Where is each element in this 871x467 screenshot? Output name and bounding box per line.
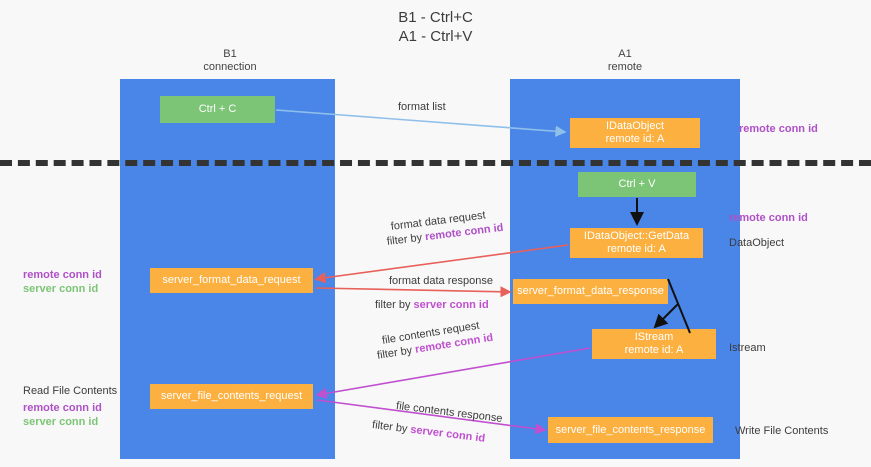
- side-label-left-remote-conn-id-bot: remote conn id: [23, 402, 102, 414]
- node-idataobject[interactable]: IDataObject remote id: A: [570, 118, 700, 148]
- node-getdata[interactable]: IDataObject::GetData remote id: A: [570, 228, 703, 258]
- side-label-left-server-conn-id-bot: server conn id: [23, 416, 99, 428]
- node-istream[interactable]: IStream remote id: A: [592, 329, 716, 359]
- side-label-left-conn-ids-mid: remote conn id server conn id: [23, 268, 102, 296]
- side-label-remote-conn-id-top: remote conn id: [739, 122, 818, 136]
- side-label-istream: Istream: [729, 341, 766, 355]
- node-idataobject-line1: IDataObject: [605, 120, 665, 132]
- node-ctrl-v-line1: Ctrl + V: [618, 178, 656, 190]
- node-server-file-contents-request[interactable]: server_file_contents_request: [150, 384, 313, 409]
- side-label-read-file-contents-text: Read File Contents: [23, 385, 118, 397]
- side-label-dataobject-text: DataObject: [729, 237, 785, 249]
- section-divider: [0, 160, 871, 166]
- node-server-format-data-request[interactable]: server_format_data_request: [150, 268, 313, 293]
- arrow-label-file-contents-response-filter: filter by server conn id: [371, 418, 486, 446]
- node-server-format-data-response-label: server_format_data_response: [517, 285, 664, 297]
- side-label-remote-conn-id-top-text: remote conn id: [739, 123, 818, 135]
- side-label-left-server-conn-id-mid: server conn id: [23, 283, 99, 295]
- node-server-file-contents-response-label: server_file_contents_response: [555, 423, 706, 436]
- filter-prefix: filter by: [386, 231, 426, 248]
- node-idataobject-line2: remote id: A: [605, 133, 665, 145]
- node-getdata-line2: remote id: A: [607, 243, 666, 255]
- filter-key-server-conn-id: server conn id: [409, 423, 486, 445]
- side-label-istream-text: Istream: [729, 342, 766, 354]
- node-server-file-contents-response[interactable]: server_file_contents_response: [548, 417, 713, 443]
- diagram-title: B1 - Ctrl+C A1 - Ctrl+V: [398, 9, 473, 45]
- side-label-read-file-contents: Read File Contents: [23, 384, 117, 398]
- lane-header-a1: A1 remote: [607, 48, 643, 73]
- side-label-remote-conn-id-mid: remote conn id: [729, 211, 808, 225]
- arrow-label-format-data-response-filter: filter by server conn id: [375, 298, 489, 312]
- node-istream-line1: IStream: [634, 331, 674, 343]
- filter-prefix: filter by: [375, 299, 414, 311]
- side-label-left-conn-ids-bot: remote conn id server conn id: [23, 401, 102, 429]
- node-server-format-data-request-label: server_format_data_request: [162, 274, 301, 286]
- filter-prefix: filter by: [371, 418, 412, 436]
- node-ctrl-c[interactable]: Ctrl + C: [160, 96, 275, 123]
- node-ctrl-v[interactable]: Ctrl + V: [578, 172, 696, 197]
- side-label-dataobject: DataObject: [729, 236, 784, 250]
- arrow-label-format-list: format list: [398, 101, 446, 113]
- arrow-label-format-data-response: format data response: [389, 275, 493, 287]
- node-ctrl-c-line1: Ctrl + C: [198, 103, 237, 115]
- side-label-write-file-contents-text: Write File Contents: [735, 425, 829, 437]
- node-server-format-data-response[interactable]: server_format_data_response: [513, 279, 668, 304]
- side-label-write-file-contents: Write File Contents: [735, 424, 828, 438]
- node-getdata-line1: IDataObject::GetData: [583, 230, 690, 242]
- node-istream-line2: remote id: A: [624, 344, 684, 356]
- node-server-file-contents-request-label: server_file_contents_request: [160, 390, 303, 402]
- filter-key-server-conn-id: server conn id: [413, 299, 489, 311]
- lane-header-b1: B1 connection: [203, 48, 257, 73]
- side-label-left-remote-conn-id-mid: remote conn id: [23, 269, 102, 281]
- side-label-remote-conn-id-mid-text: remote conn id: [729, 212, 808, 224]
